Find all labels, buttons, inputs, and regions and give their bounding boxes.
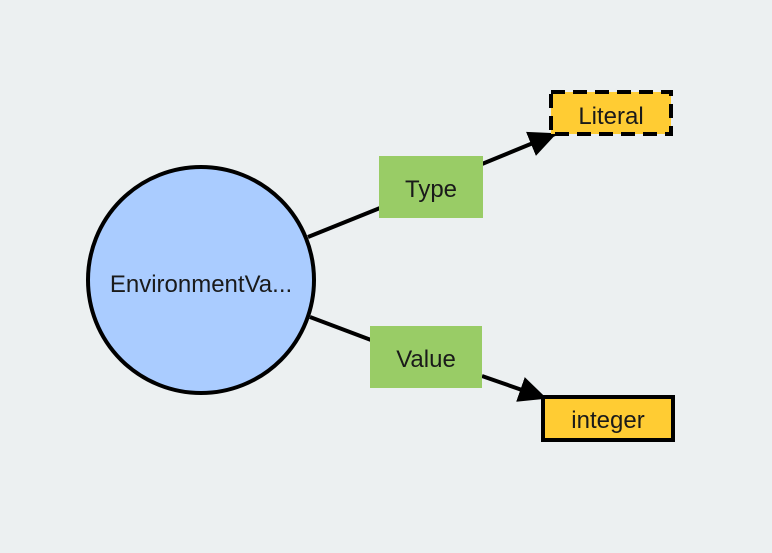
center-node[interactable]: EnvironmentVa... — [86, 165, 316, 395]
center-node-label: EnvironmentVa... — [110, 271, 292, 298]
edge-label-value[interactable]: Value — [370, 326, 482, 388]
center-node-circle — [86, 165, 316, 395]
edge-value-segment-2 — [481, 374, 547, 402]
target-node-integer-box — [541, 395, 675, 442]
target-node-integer-text: integer — [571, 407, 644, 434]
edge-label-type[interactable]: Type — [379, 156, 483, 218]
edge-type-segment-2 — [481, 131, 557, 166]
edge-label-value-text: Value — [396, 346, 456, 373]
edge-label-type-box — [379, 156, 483, 218]
edge-label-value-box — [370, 326, 482, 388]
target-node-literal-text: Literal — [578, 103, 643, 130]
target-node-literal-box — [549, 90, 673, 136]
edge-label-type-text: Type — [405, 176, 457, 203]
edge-value-segment-1 — [309, 315, 372, 342]
edge-type-segment-1 — [307, 206, 381, 239]
target-node-integer[interactable]: integer — [541, 395, 675, 442]
target-node-literal[interactable]: Literal — [549, 90, 673, 136]
